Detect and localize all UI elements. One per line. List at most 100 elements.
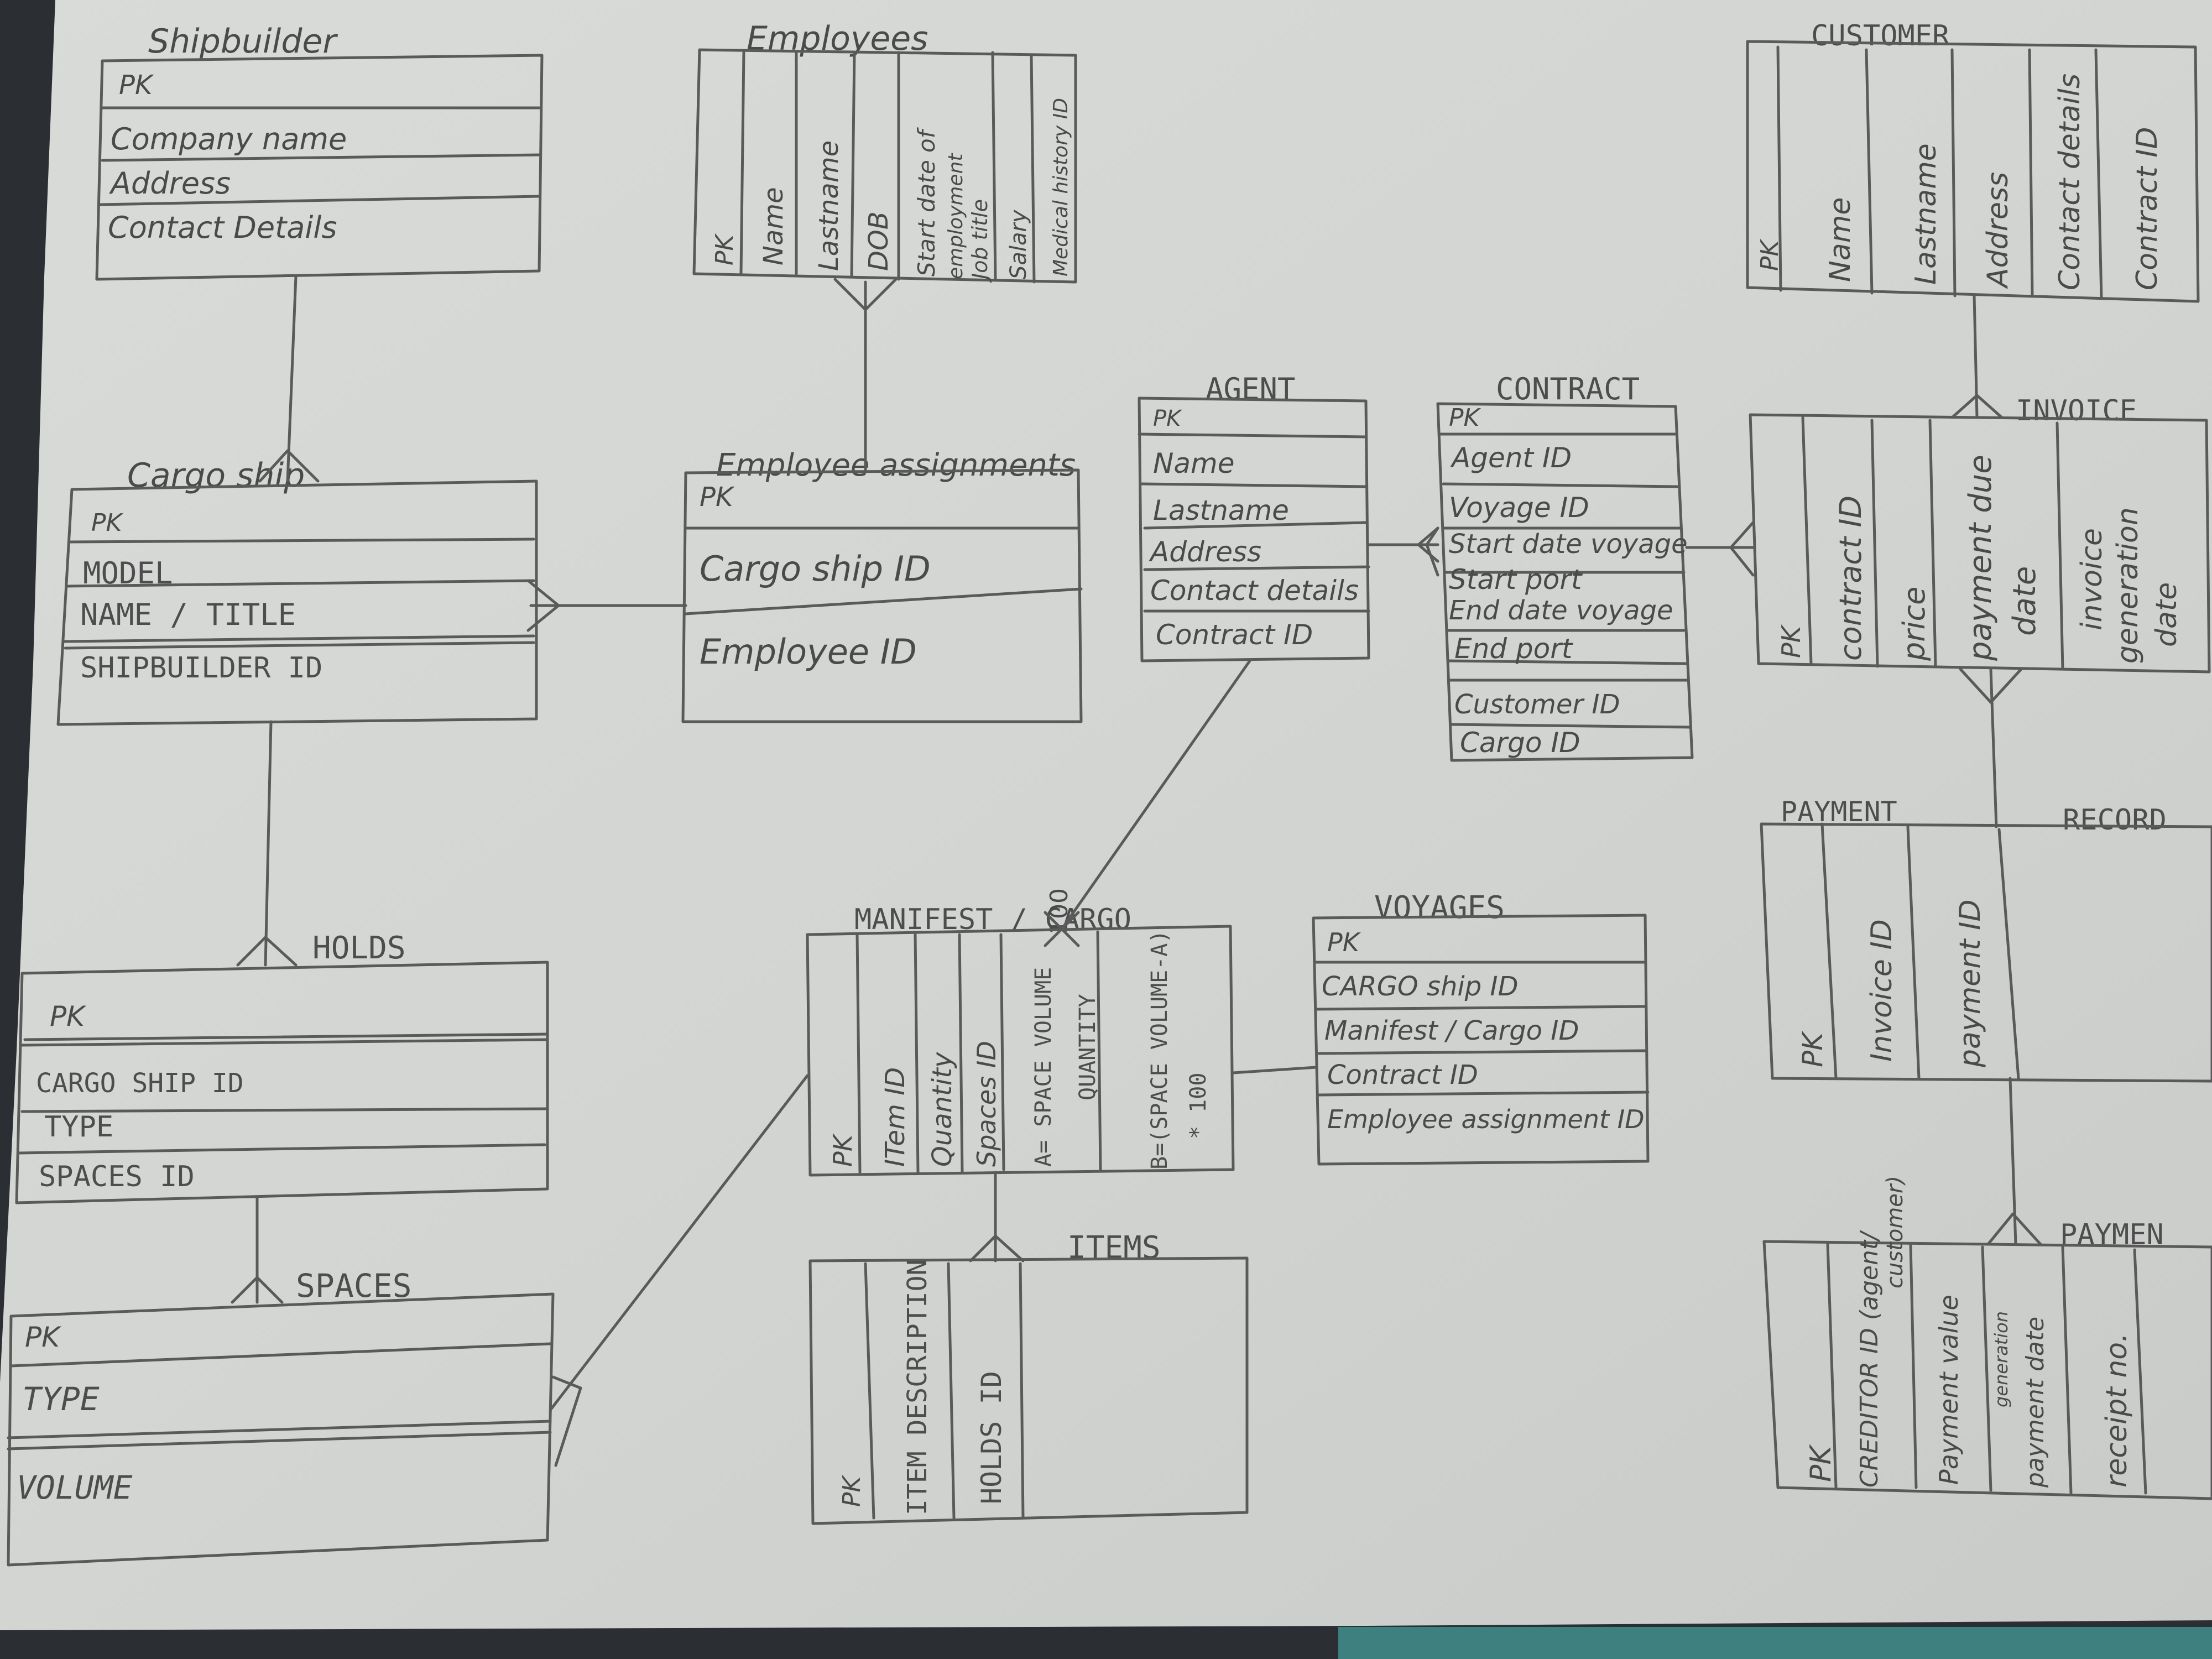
entity-box: [95, 54, 544, 281]
attr: Quantity: [927, 1052, 958, 1167]
attr: price: [1897, 587, 1932, 661]
entity-employees: Employees PK Name Lastname DOB Start dat…: [692, 19, 1077, 284]
attr: DOB: [863, 211, 894, 271]
entity-holds: HOLDS PK CARGO SHIP ID TYPE SPACES ID: [15, 930, 549, 1204]
attr: Contact details: [1150, 575, 1359, 607]
entity-box: [56, 479, 538, 726]
attr: Contract ID: [1156, 619, 1313, 651]
attr: employment: [945, 153, 967, 279]
entity-box: [1312, 914, 1650, 1166]
attr-pk: PK: [838, 1474, 866, 1507]
relationship-shipbuilder-cargo-ship: [258, 275, 320, 483]
attr: Voyage ID: [1449, 492, 1589, 524]
attr: Contract ID: [1327, 1060, 1478, 1091]
attr: Job title: [968, 199, 992, 283]
attr: TYPE: [44, 1110, 113, 1144]
attr: invoice: [2075, 528, 2109, 630]
attr-pk: PK: [119, 70, 154, 101]
attr: Address: [1981, 172, 2015, 289]
entity-title: HOLDS: [312, 930, 406, 966]
entity-title: INVOICE: [2016, 394, 2137, 427]
attr-pk: PK: [700, 482, 735, 513]
entity-items: ITEMS PK ITEM DESCRIPTION HOLDS ID: [808, 1230, 1249, 1525]
desk-edge: [1338, 1627, 2212, 1659]
entity-box: [692, 48, 1077, 284]
relationship-employees-employee-assignments: [833, 278, 898, 472]
attr: CARGO SHIP ID: [36, 1068, 244, 1099]
attr: Name: [758, 187, 789, 265]
attr-pk: PK: [1776, 624, 1806, 658]
attr: payment due: [1963, 455, 1999, 661]
attr-pk: PK: [1153, 406, 1182, 431]
entity-box: [1746, 40, 2200, 303]
entity-box: [1760, 822, 2212, 1083]
attr: generation: [2111, 507, 2145, 664]
relationship-spaces-manifest: [549, 1074, 809, 1467]
attr: Name: [1153, 447, 1235, 479]
attr: date: [2007, 566, 2043, 636]
attr: Cargo ID: [1460, 727, 1580, 759]
attr: Payment value: [1934, 1295, 1964, 1485]
entity-title: CUSTOMER: [1811, 19, 1950, 53]
attr: Company name: [111, 122, 347, 156]
attr: End date voyage: [1449, 595, 1673, 626]
attr: End port: [1454, 633, 1574, 665]
attr: Lastname: [813, 140, 844, 271]
attr: Employee assignment ID: [1327, 1104, 1645, 1134]
entity-contract: CONTRACT PK Agent ID Voyage ID Start dat…: [1436, 372, 1694, 762]
attr: Contract ID: [2131, 127, 2164, 290]
relationship-contract-invoice: [1685, 521, 1755, 577]
entity-voyages: VOYAGES PK CARGO ship ID Manifest / Carg…: [1312, 890, 1650, 1166]
attr: MODEL: [83, 556, 173, 591]
attr: HOLDS ID: [975, 1371, 1008, 1504]
entity-box: [15, 961, 549, 1204]
attr: B=(SPACE VOLUME-A): [1147, 930, 1172, 1170]
attr: receipt no.: [2100, 1333, 2133, 1488]
relationships: [231, 275, 2042, 1467]
entity-spaces: SPACES PK TYPE VOLUME: [7, 1267, 555, 1567]
attr: A= SPACE VOLUME: [1031, 967, 1056, 1167]
relationship-agent-manifest: [1044, 659, 1251, 947]
entity-box: [1762, 1240, 2212, 1500]
attr-pk: PK: [1804, 1444, 1838, 1482]
attr-pk: PK: [1327, 927, 1361, 957]
attr-pk: PK: [1756, 238, 1784, 271]
attr-pk: PK: [711, 233, 739, 265]
attr-pk: PK: [1797, 1030, 1829, 1067]
relationship-agent-contract: [1367, 526, 1439, 577]
attr: VOLUME: [17, 1469, 133, 1506]
attr-pk: PK: [828, 1133, 858, 1167]
attr: Start port: [1449, 564, 1583, 596]
attr: * 100: [1186, 1073, 1211, 1139]
attr: Cargo ship ID: [700, 549, 931, 589]
attr: NAME / TITLE: [80, 597, 296, 632]
attr: SPACES ID: [39, 1160, 195, 1193]
attr: Spaces ID: [972, 1041, 1001, 1167]
entity-cargo-ship: Cargo ship PK MODEL NAME / TITLE SHIPBUI…: [56, 456, 538, 726]
attr: payment date: [2021, 1317, 2049, 1488]
entity-title: Shipbuilder: [148, 22, 338, 61]
entity-agent: AGENT PK Name Lastname Address Contact d…: [1138, 372, 1370, 662]
attr: Lastname: [1910, 143, 1943, 285]
entity-box: [1436, 402, 1694, 762]
attr-pk: PK: [25, 1321, 62, 1353]
entity-box: [806, 925, 1235, 1177]
relationship-manifest-items: [969, 1171, 1025, 1262]
entity-box: [808, 1256, 1249, 1525]
entity-customer: CUSTOMER PK Name Lastname Address Contac…: [1746, 19, 2200, 303]
attr-pk: PK: [1449, 404, 1481, 432]
attr: customer): [1882, 1176, 1908, 1288]
attr: Contact Details: [108, 210, 337, 245]
relationship-payment-record-payment: [1986, 1077, 2042, 1246]
entity-box: [1749, 413, 2211, 674]
entity-employee-assignments: Employee assignments PK Cargo ship ID Em…: [681, 447, 1083, 723]
attr: Address: [109, 166, 231, 201]
attr: Customer ID: [1454, 689, 1620, 720]
attr: Name: [1824, 197, 1857, 282]
attr: Invoice ID: [1865, 919, 1898, 1062]
attr: Address: [1149, 536, 1261, 568]
attr: CREDITOR ID (agent/: [1855, 1230, 1884, 1488]
attr: CARGO ship ID: [1322, 971, 1519, 1002]
